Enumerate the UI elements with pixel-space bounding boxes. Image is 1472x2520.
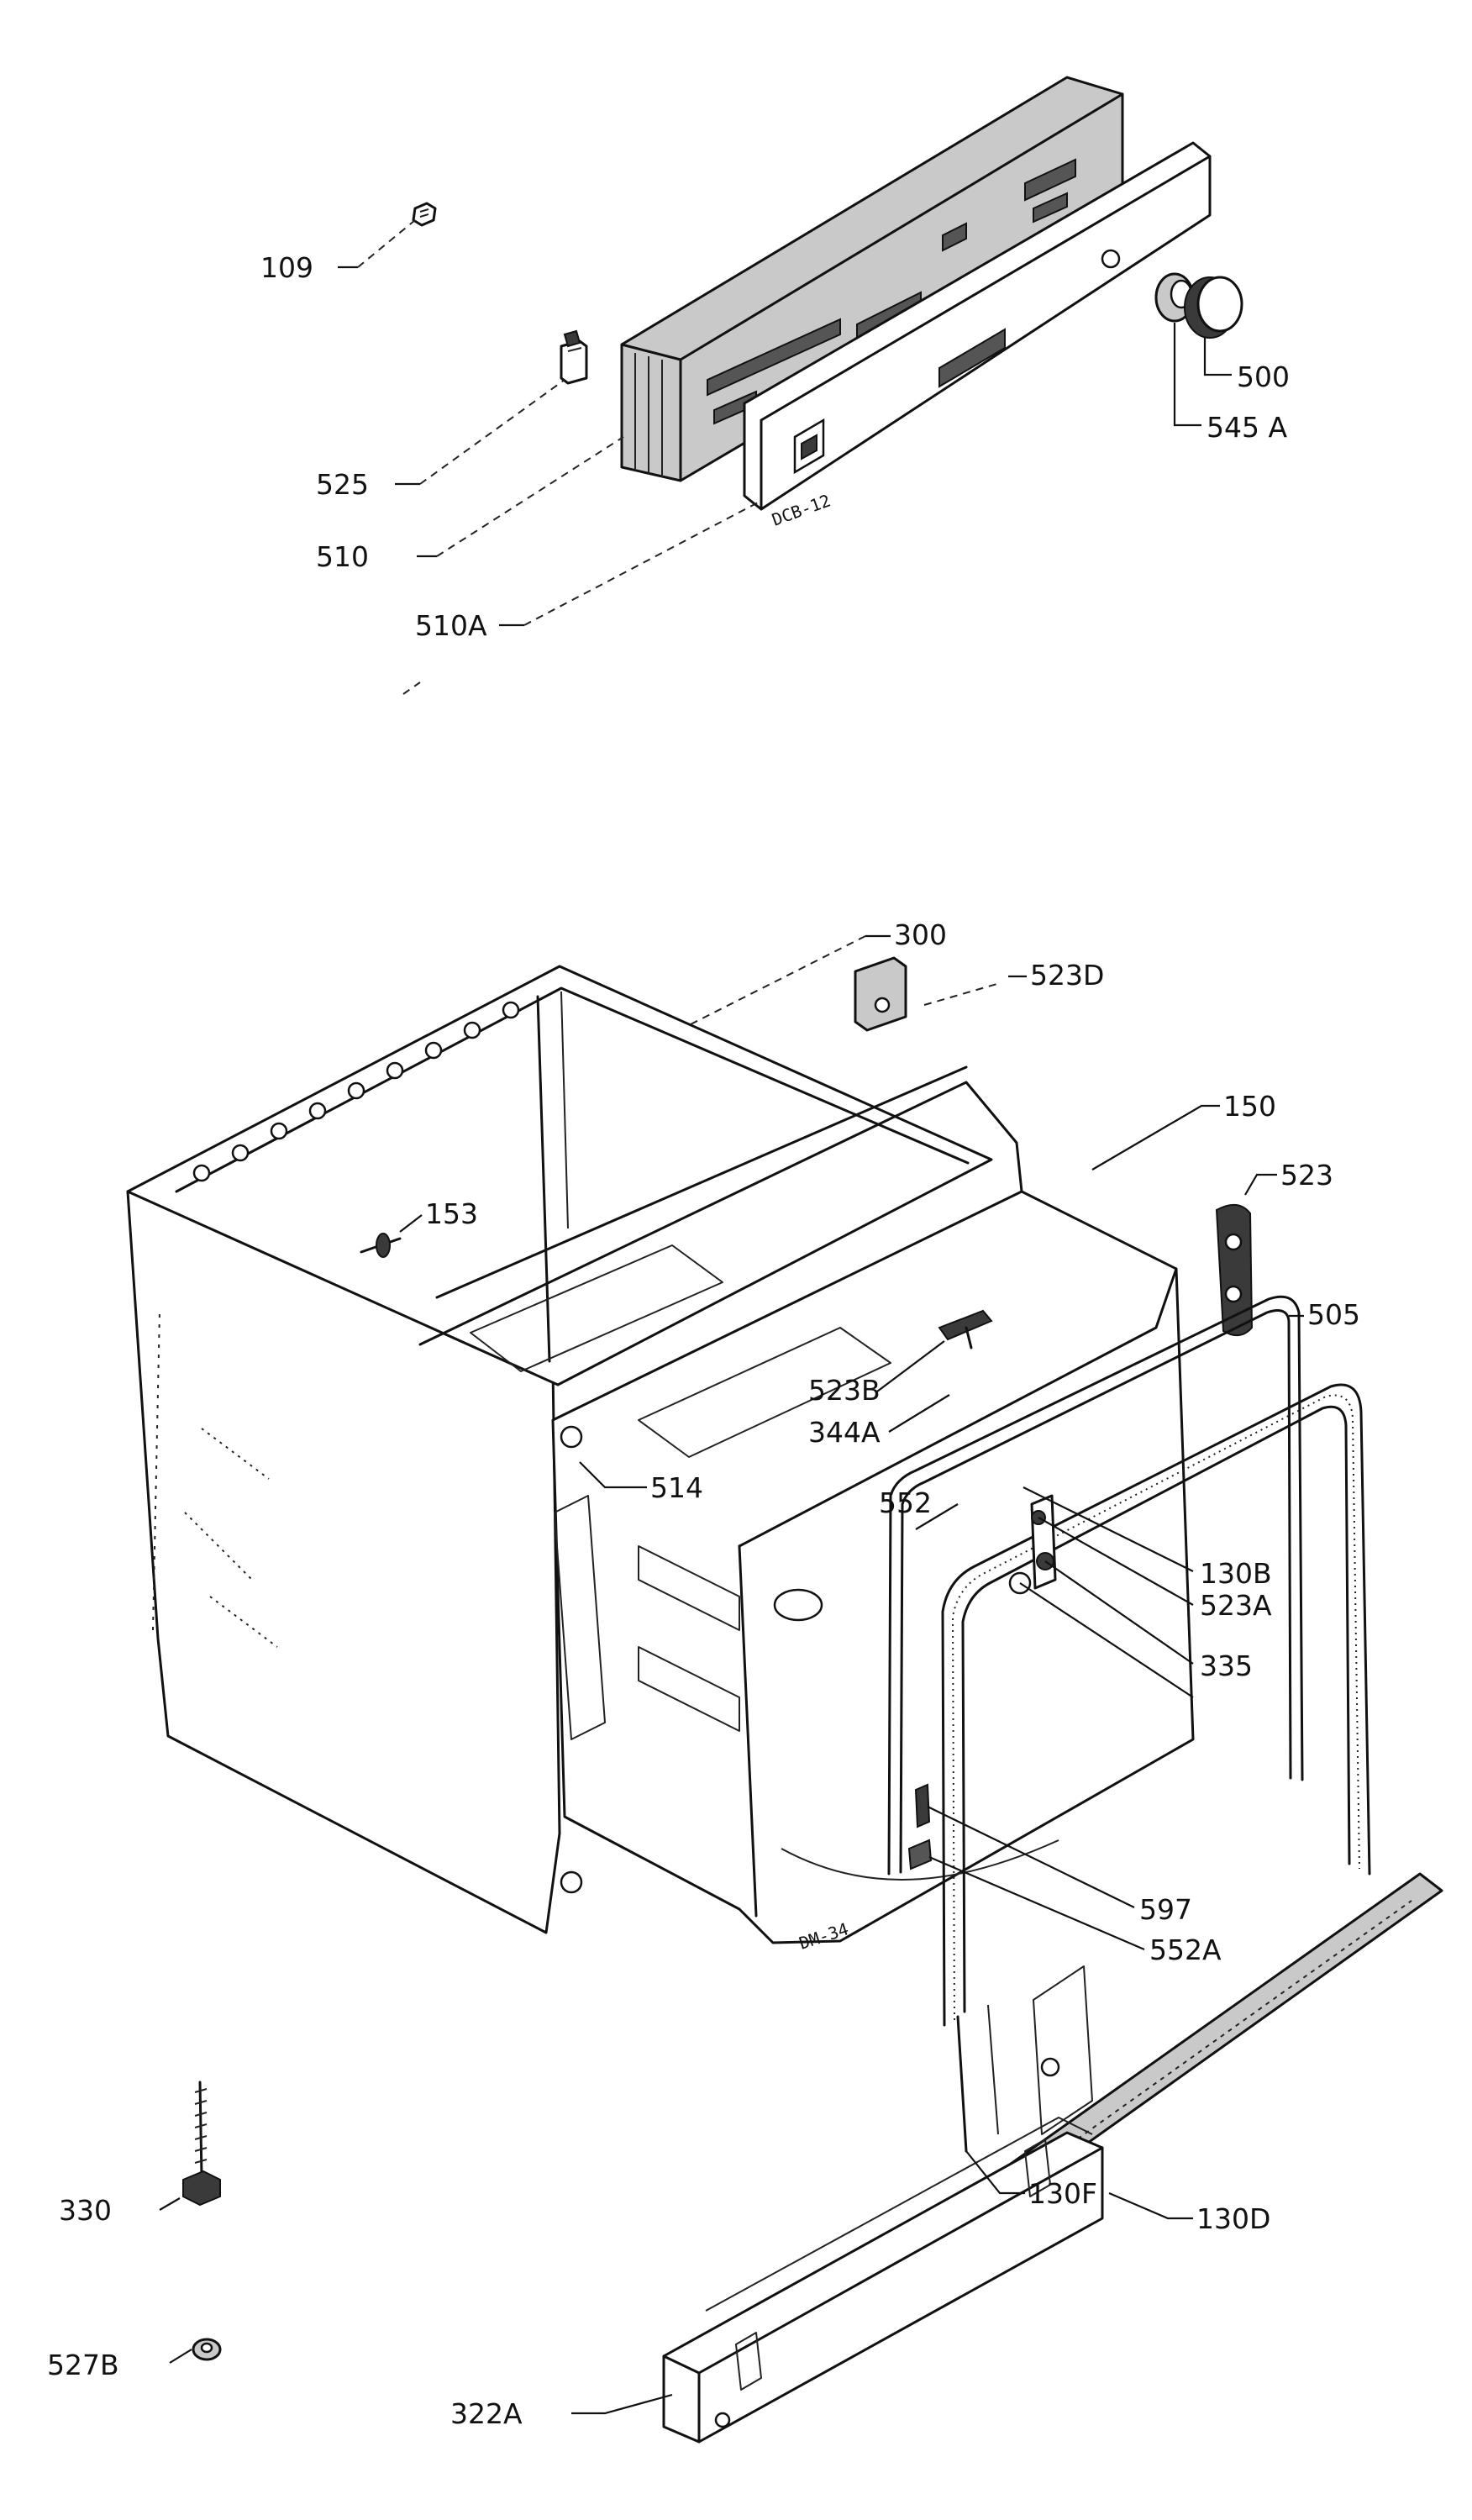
part-505-door-seal	[887, 1295, 1304, 1876]
label-510a: 510A	[415, 609, 487, 642]
part-523-hinge-bracket	[1215, 1204, 1254, 1337]
label-525: 525	[316, 468, 369, 501]
cabinet-tub-assembly: DM-34	[126, 934, 1443, 2444]
part-130f-rail	[956, 2004, 999, 2153]
label-500: 500	[1237, 360, 1290, 393]
part-300-top-frame	[126, 965, 993, 1386]
label-130f: 130F	[1028, 2177, 1097, 2210]
label-153: 153	[425, 1197, 478, 1230]
label-523: 523	[1280, 1159, 1333, 1192]
label-510: 510	[316, 540, 369, 573]
label-322a: 322A	[450, 2397, 523, 2430]
control-panel-assembly: DCB-12	[338, 76, 1243, 695]
door-inner-frame	[941, 1383, 1371, 2027]
label-545a: 545 A	[1207, 411, 1287, 444]
part-labels: 109 525 510 510A 500 545 A 300 523D 150 …	[47, 251, 1360, 2430]
part-109-clip	[412, 202, 437, 227]
part-500-knob	[1184, 276, 1243, 339]
label-523a: 523A	[1200, 1589, 1272, 1622]
label-514: 514	[650, 1471, 703, 1504]
label-552: 552	[879, 1486, 932, 1519]
label-130d: 130D	[1196, 2202, 1270, 2235]
part-153-screw	[360, 1233, 402, 1258]
label-505: 505	[1307, 1298, 1360, 1331]
label-130b: 130B	[1200, 1557, 1272, 1590]
part-330-leveling-foot	[182, 2081, 221, 2207]
part-525-switch	[560, 329, 588, 385]
label-300: 300	[894, 918, 947, 951]
part-597-latch	[907, 1783, 933, 1870]
label-344a: 344A	[808, 1416, 881, 1449]
label-552a: 552A	[1149, 1933, 1222, 1966]
label-527b: 527B	[47, 2349, 119, 2381]
label-150: 150	[1223, 1090, 1276, 1123]
label-597: 597	[1139, 1893, 1192, 1926]
part-510a-front-panel: DCB-12	[743, 141, 1212, 530]
part-523d-bracket	[854, 956, 907, 1032]
label-335: 335	[1200, 1649, 1253, 1682]
part-322a-mounting-bracket	[662, 1965, 1104, 2444]
part-150-inner-tub: DM-34	[418, 1065, 1195, 1954]
label-523b: 523B	[808, 1374, 881, 1407]
part-523b-latch-strike	[938, 1309, 993, 1349]
part-527b-nut	[192, 2338, 222, 2361]
label-330: 330	[59, 2194, 112, 2227]
label-523d: 523D	[1030, 959, 1104, 992]
label-109: 109	[260, 251, 313, 284]
